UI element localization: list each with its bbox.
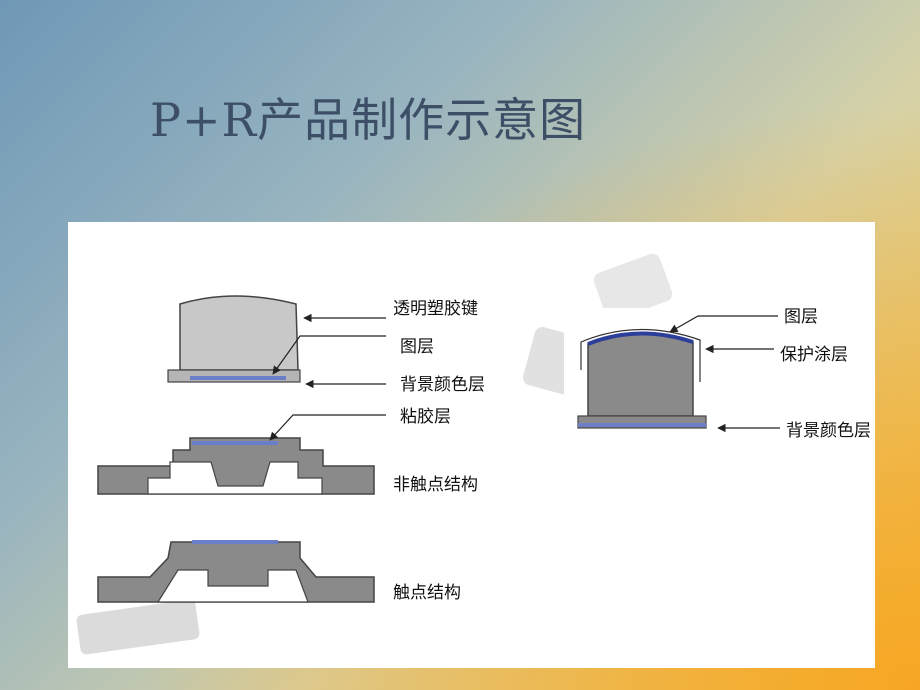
label-background-color-layer-right: 背景颜色层 bbox=[786, 421, 871, 441]
label-adhesive-layer: 粘胶层 bbox=[400, 407, 451, 427]
label-background-color-layer-left: 背景颜色层 bbox=[400, 375, 485, 395]
right-diagram-arrows bbox=[669, 315, 780, 433]
label-non-contact-structure: 非触点结构 bbox=[393, 475, 478, 495]
slide-title: P+R产品制作示意图 bbox=[150, 93, 587, 147]
diagram-panel: 透明塑胶键 图层 背景颜色层 粘胶层 非触点结构 触点结构 图层 保护涂层 背景… bbox=[68, 222, 875, 668]
label-graphic-layer-right: 图层 bbox=[784, 307, 818, 327]
label-transparent-plastic-key: 透明塑胶键 bbox=[393, 299, 478, 319]
contact-structure-shape bbox=[97, 540, 375, 603]
diagram-svg: 透明塑胶键 图层 背景颜色层 粘胶层 非触点结构 触点结构 图层 保护涂层 背景… bbox=[76, 253, 871, 655]
right-key-cross-section bbox=[564, 308, 707, 429]
non-contact-structure-shape bbox=[97, 437, 375, 495]
transparent-plastic-key-shape bbox=[167, 295, 301, 383]
label-graphic-layer-left: 图层 bbox=[400, 337, 434, 357]
label-protective-coating: 保护涂层 bbox=[780, 345, 848, 365]
left-diagram-arrows bbox=[269, 313, 386, 441]
label-contact-structure: 触点结构 bbox=[393, 583, 461, 603]
